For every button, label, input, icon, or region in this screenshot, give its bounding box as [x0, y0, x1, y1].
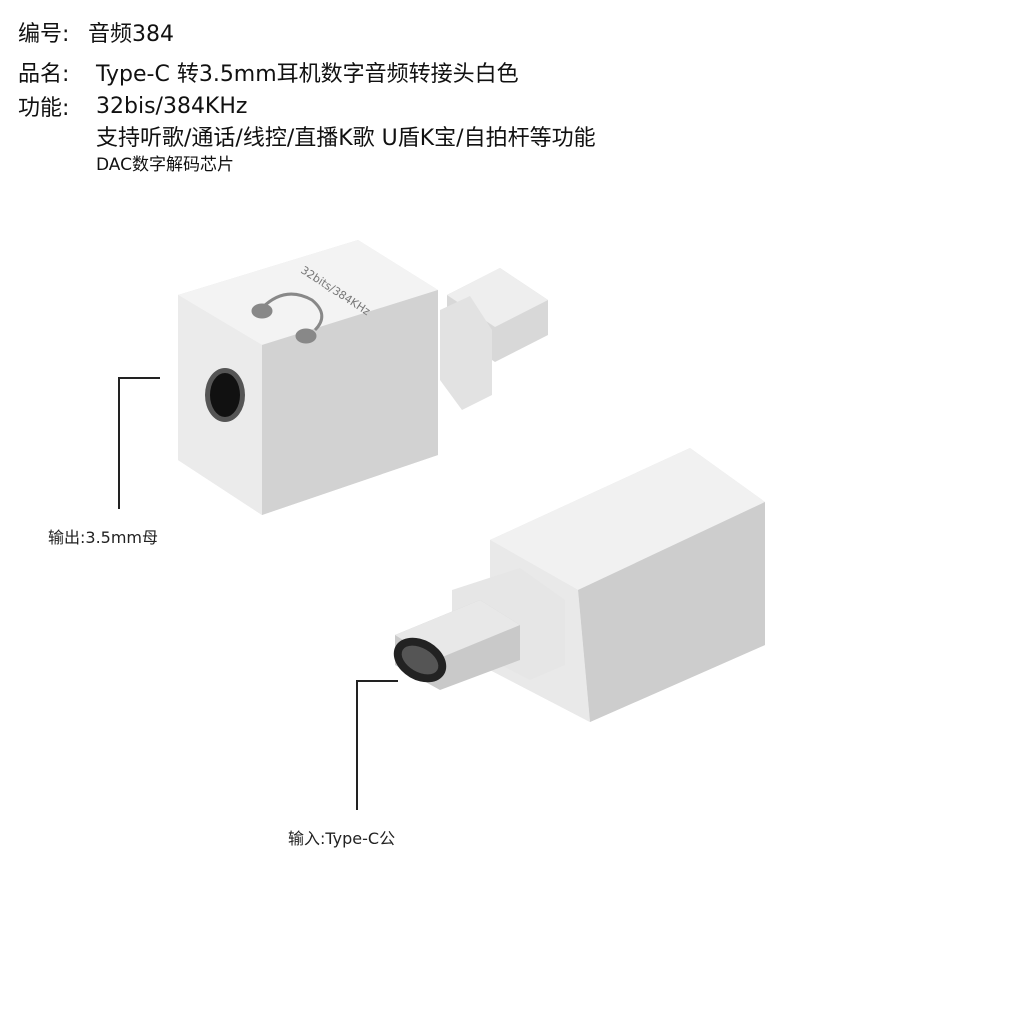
input-callout-line-v: [356, 680, 358, 810]
input-callout-line-h: [356, 680, 398, 682]
name-label: 品名:: [18, 62, 70, 87]
function-line-2: 支持听歌/通话/线控/直播K歌 U盾K宝/自拍杆等功能: [96, 126, 596, 151]
output-callout-label: 输出:3.5mm母: [48, 528, 159, 547]
output-callout-line-v: [118, 377, 120, 509]
function-line-3: DAC数字解码芯片: [96, 155, 234, 175]
type-c-plug: [393, 600, 520, 690]
code-label: 编号:: [18, 22, 70, 47]
input-callout-label: 输入:Type-C公: [288, 829, 396, 848]
bottom-adapter: [393, 448, 765, 722]
code-value: 音频384: [88, 22, 174, 47]
function-label: 功能:: [18, 96, 70, 121]
top-adapter: 32bits/384KHz: [178, 240, 548, 515]
function-line-1: 32bis/384KHz: [96, 94, 248, 119]
output-callout-line-h: [118, 377, 160, 379]
name-value: Type-C 转3.5mm耳机数字音频转接头白色: [96, 62, 519, 87]
headphones-icon: [251, 292, 324, 344]
